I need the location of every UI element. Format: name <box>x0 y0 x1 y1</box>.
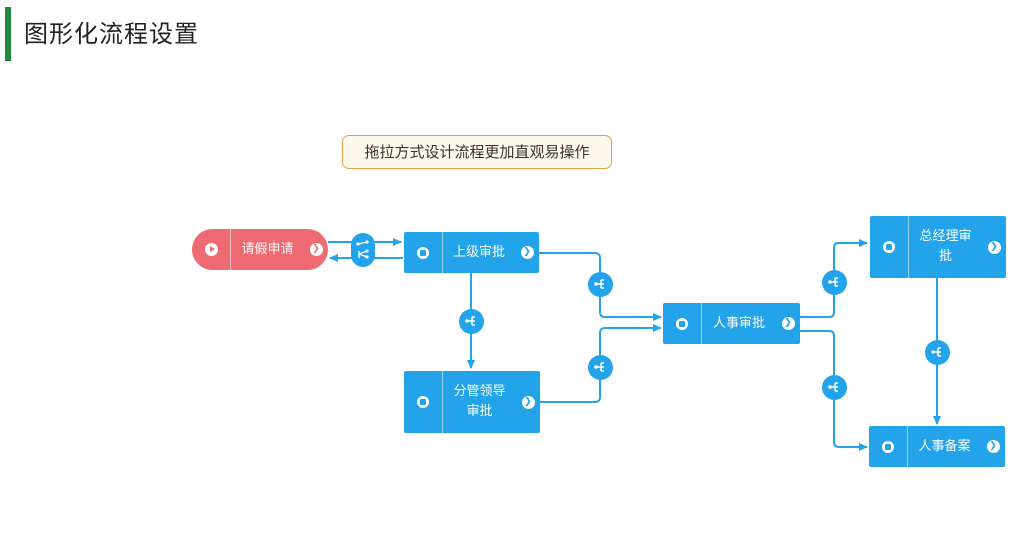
node-label: 分管领导审批 <box>453 384 506 419</box>
node-label: 上级审批 <box>452 244 505 260</box>
branch-icon[interactable] <box>458 308 484 334</box>
node-label: 人事备案 <box>918 438 971 454</box>
chevron-right-icon[interactable]: ❯ <box>304 229 328 270</box>
chevron-right-icon[interactable]: ❯ <box>516 371 540 433</box>
chevron-right-icon[interactable]: ❯ <box>515 232 539 273</box>
branch-icon[interactable] <box>587 354 613 380</box>
stop-icon <box>869 426 908 467</box>
title-accent-bar <box>5 7 11 61</box>
branch-icon[interactable] <box>587 271 613 297</box>
stop-icon <box>663 303 702 344</box>
node-n3[interactable]: 人事审批 ❯ <box>663 303 800 344</box>
stop-icon <box>404 371 443 433</box>
node-n4[interactable]: 总经理审批 ❯ <box>870 216 1006 278</box>
node-label: 总经理审批 <box>919 229 972 264</box>
chevron-right-icon[interactable]: ❯ <box>776 303 800 344</box>
branch-icon[interactable] <box>350 233 375 267</box>
stop-icon <box>870 216 909 278</box>
play-icon <box>192 229 231 270</box>
node-n1[interactable]: 上级审批 ❯ <box>404 232 539 273</box>
branch-icon[interactable] <box>821 269 847 295</box>
stop-icon <box>404 232 443 273</box>
tip-banner: 拖拉方式设计流程更加直观易操作 <box>342 135 612 169</box>
node-label: 请假申请 <box>241 241 294 257</box>
chevron-right-icon[interactable]: ❯ <box>981 426 1005 467</box>
branch-icon[interactable] <box>821 374 847 400</box>
node-start[interactable]: 请假申请 ❯ <box>192 229 328 270</box>
node-n5[interactable]: 人事备案 ❯ <box>869 426 1005 467</box>
page-title: 图形化流程设置 <box>24 20 199 48</box>
node-n2[interactable]: 分管领导审批 ❯ <box>404 371 540 433</box>
branch-icon[interactable] <box>924 339 950 365</box>
chevron-right-icon[interactable]: ❯ <box>982 216 1006 278</box>
node-label: 人事审批 <box>712 315 765 331</box>
